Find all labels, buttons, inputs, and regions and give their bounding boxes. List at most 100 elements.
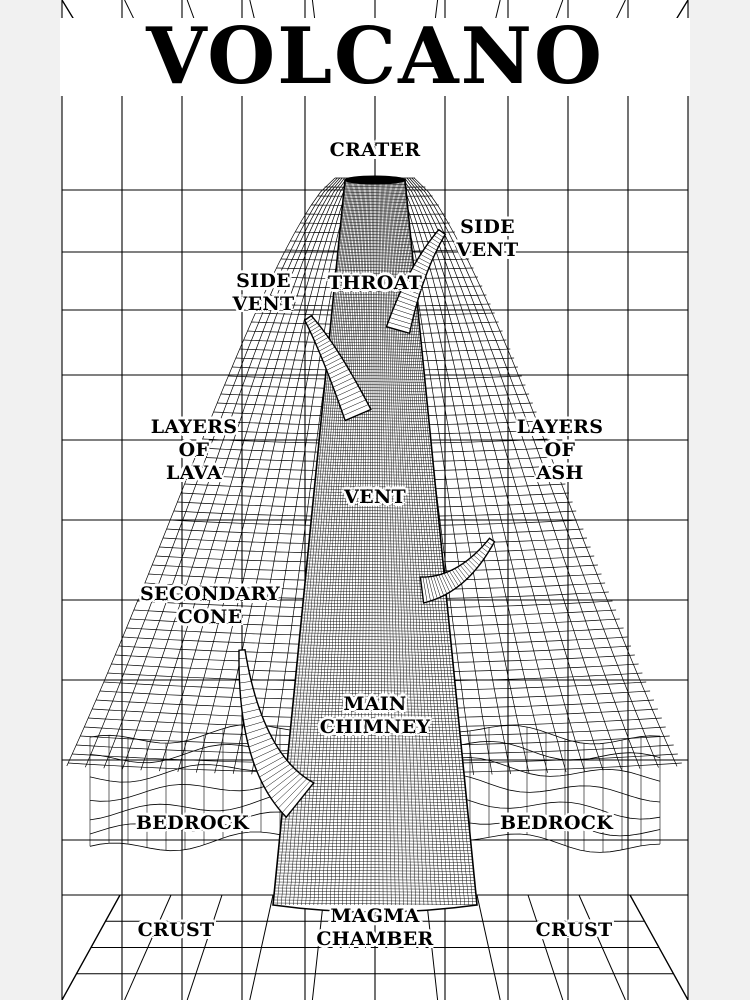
side-vent-left-ring [315, 337, 329, 345]
secondary-cone-ring [243, 715, 262, 721]
mountain-meridian [177, 177, 350, 772]
secondary-cone-ring [267, 770, 297, 794]
secondary-cone-ring [274, 776, 304, 804]
mountain-meridian [121, 177, 343, 770]
side-vent-left-ring [307, 320, 316, 326]
side-vent-left-ring [305, 317, 314, 324]
secondary-cone-ring [278, 778, 308, 809]
floor-ray [124, 894, 172, 1000]
chimney-rib [379, 179, 392, 906]
vent-right-spur-ring [438, 574, 448, 595]
secondary-cone-ring [259, 760, 288, 778]
vent-right-spur-ring [470, 557, 480, 566]
mountain-meridian [399, 177, 567, 773]
side-vent-left-ring [331, 373, 352, 384]
side-vent-right-ring [410, 271, 425, 280]
floor-ray [476, 894, 501, 1000]
side-vent-right-ring [408, 275, 424, 283]
vent-right-spur-ring [435, 575, 444, 596]
side-vent-left-ring [343, 404, 369, 416]
side-vent-right-ring [420, 254, 433, 261]
vent-right-spur-ring [489, 538, 495, 542]
side-vent-right-ring [418, 257, 431, 265]
chimney-rib [375, 179, 380, 906]
secondary-cone-ring [247, 732, 270, 741]
vent-right-spur-ring [430, 576, 438, 599]
secondary-cone-ring [252, 747, 278, 760]
side-vent-right-ring [422, 250, 434, 258]
mountain-meridian [66, 177, 336, 767]
mountain-meridian [158, 177, 348, 772]
chimney-rib [305, 179, 355, 906]
label-bedrock-right: BEDROCK [499, 812, 614, 834]
vent-right-spur-ring [449, 571, 459, 587]
side-vent-right-ring [438, 229, 446, 235]
chimney-rib [354, 179, 370, 906]
floor-ray [527, 894, 564, 1000]
crater-rim [344, 175, 406, 185]
vent-right-spur-ring [425, 576, 431, 602]
side-vent-right-ring [414, 264, 428, 272]
side-vent-right-ring [406, 279, 423, 287]
floor-ray [61, 894, 121, 1000]
chimney-rib [325, 179, 361, 906]
chimney-rib [378, 179, 388, 906]
chimney-rib [313, 179, 358, 906]
side-vent-left-ring [338, 390, 361, 402]
chimney-rib [389, 179, 425, 906]
side-vent-left-ring [308, 322, 318, 329]
vent-right-spur-ring [473, 554, 482, 563]
side-vent-left-ring [317, 340, 331, 348]
side-vent-left-ring [314, 334, 327, 342]
side-vent-left-ring [312, 331, 325, 338]
mountain-meridian [214, 177, 355, 774]
side-vent-left-ring [324, 357, 342, 367]
chimney-rib [321, 179, 360, 906]
vent-right-spur-ring [457, 566, 468, 580]
vent-right-spur-ring [465, 561, 475, 572]
side-vent-left-ring [328, 365, 347, 375]
vent-right-spur-ring [420, 577, 424, 603]
label-bedrock-left: BEDROCK [135, 812, 250, 834]
side-vent-meshes [238, 228, 496, 819]
mountain-meridian [406, 177, 622, 770]
mountain-meridian [394, 177, 530, 774]
side-vent-left-ring [311, 328, 322, 335]
floor-ray [186, 894, 223, 1000]
side-vent-left-ring [320, 346, 336, 356]
vent-right-spur-ring [478, 549, 487, 556]
vent-right-spur-ring [443, 573, 454, 591]
vent-right-spur-ring [446, 572, 457, 589]
secondary-cone-ring [241, 702, 258, 707]
mountain-meridian [84, 177, 338, 768]
mountain-meridian [397, 177, 548, 773]
vent-right-spur-ring [486, 541, 493, 546]
label-throat: THROAT [327, 272, 423, 294]
chimney-rib [386, 179, 417, 906]
side-vent-right-ring [386, 326, 410, 334]
mountain-meridian [195, 177, 353, 773]
chimney-rib [380, 179, 396, 906]
side-vent-left-ring [304, 315, 312, 321]
secondary-cone-ring [240, 688, 254, 692]
secondary-cone-ring [281, 780, 311, 813]
side-vent-left-ring [333, 377, 354, 388]
chimney-rib [338, 179, 365, 906]
side-vent-right-ring [424, 247, 436, 254]
chimney-rib [377, 179, 384, 906]
side-vent-right-ring [393, 308, 414, 316]
side-vent-right-ring [398, 295, 418, 303]
side-vent-right-ring [412, 268, 427, 276]
side-vent-right-ring [396, 299, 417, 308]
secondary-cone-ring [244, 721, 265, 728]
vent-right-spur-ring [441, 574, 451, 593]
label-crust-right: CRUST [535, 919, 613, 941]
side-vent-right-ring [391, 312, 413, 321]
side-vent-left-ring [329, 369, 349, 379]
label-main-chimney: MAIN CHIMNEY [319, 693, 431, 738]
side-vent-left-ring [345, 409, 371, 421]
chimney-rib [385, 179, 412, 906]
vent-right-spur-ring [481, 547, 489, 553]
